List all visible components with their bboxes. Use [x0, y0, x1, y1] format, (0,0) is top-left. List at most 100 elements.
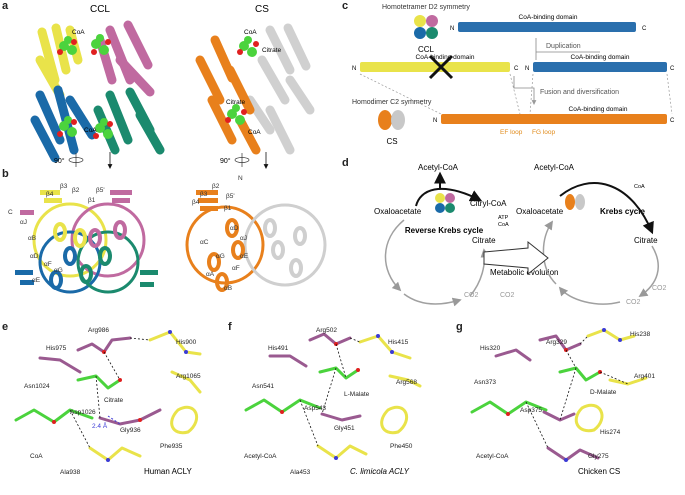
- rotation-indicator-right: 90°: [220, 152, 266, 168]
- fg-loop-label: FG loop: [532, 129, 556, 136]
- e-res-arg986: Arg986: [88, 327, 109, 334]
- g-caption: Chicken CS: [578, 467, 620, 476]
- coa-small-label-left: CoA: [498, 222, 509, 228]
- b-left-label-8: αB: [28, 235, 36, 242]
- oxaloacetate-left-label: Oxaloacetate: [374, 207, 422, 216]
- b-right-label-12: αF: [232, 265, 240, 272]
- ccl-icon-label: CCL: [418, 45, 435, 54]
- f-res-phe450: Phe450: [390, 443, 413, 450]
- ccl-tetramer-icon: [414, 15, 438, 39]
- co2-label-3: CO2: [652, 285, 667, 292]
- homotetramer-label: Homotetramer D2 symmetry: [382, 4, 470, 11]
- f-caption: C. limicola ACLY: [350, 467, 410, 476]
- b-left-label-5: β5': [96, 187, 105, 194]
- e-res-coa: CoA: [30, 453, 43, 460]
- panel-c: Homotetramer D2 symmetry CCL N CoA-bindi…: [352, 4, 675, 146]
- b-right-label-8: αJ: [240, 235, 247, 242]
- g-res-arg329: Arg329: [546, 339, 567, 346]
- rotation-label-left: 90°: [54, 157, 65, 165]
- acetyl-coa-right-label: Acetyl-CoA: [534, 163, 575, 172]
- g-res-his238: His238: [630, 331, 651, 338]
- b-right-label-14: αB: [224, 285, 232, 292]
- f-res-ala453: Ala453: [290, 469, 311, 476]
- e-res-ala938: Ala938: [60, 469, 81, 476]
- e-res-asn1024: Asn1024: [24, 383, 50, 390]
- panel-d: Acetyl-CoA Acetyl-CoA Oxaloacetate Citry…: [374, 163, 667, 306]
- f-res-asn541: Asn541: [252, 383, 274, 390]
- g-res-arg401: Arg401: [634, 373, 655, 380]
- b-right-label-6: β1: [224, 205, 232, 212]
- g-res-asn373: Asn373: [474, 379, 496, 386]
- acetyl-coa-left-label: Acetyl-CoA: [418, 163, 459, 172]
- e-distance-label: 2.4 Å: [92, 421, 108, 430]
- fusion-label: Fusion and diversification: [540, 89, 619, 96]
- c-n-bottom: N: [433, 118, 437, 124]
- coa-domain-label-bottom: CoA-binding domain: [569, 106, 628, 113]
- homodimer-label: Homodimer C2 symmetry: [352, 99, 432, 106]
- f-res-l-malate: L-Malate: [344, 391, 370, 398]
- f-res-acetyl-coa: Acetyl-CoA: [244, 453, 277, 460]
- b-right-label-11: αC: [200, 239, 209, 246]
- cs-title: CS: [255, 4, 269, 15]
- coa-domain-label-top: CoA-binding domain: [519, 14, 578, 21]
- cs-label-coa-1: CoA: [244, 29, 257, 36]
- ccl-label-coa-2: CoA: [84, 127, 97, 134]
- f-res-his415: His415: [388, 339, 409, 346]
- c-term-top: C: [642, 26, 647, 32]
- duplicated-gene-left: [360, 62, 510, 72]
- c-term-mid-right: C: [670, 66, 675, 72]
- g-res-d-malate: D-Malate: [590, 389, 617, 396]
- c-n-mid-left: N: [352, 66, 356, 72]
- panel-e: Arg986 His975 His900 Asn1024 Arg1065 Cit…: [16, 327, 201, 476]
- b-left-label-4: β1: [88, 197, 96, 204]
- b-right-label-2: β2: [212, 183, 220, 190]
- f-res-his491: His491: [268, 345, 289, 352]
- b-right-label-13: αA: [206, 271, 215, 278]
- f-res-asp543: Asp543: [304, 405, 326, 412]
- b-right-label-5: β5': [226, 193, 235, 200]
- g-res-his320: His320: [480, 345, 501, 352]
- b-left-label-12: αE: [32, 277, 41, 284]
- b-right-label-4: β4: [192, 199, 200, 206]
- b-left-label-11: αG: [54, 267, 63, 274]
- e-res-his975: His975: [46, 345, 67, 352]
- e-stick-model: [16, 332, 200, 460]
- rotation-indicator-left: 90°: [54, 152, 110, 168]
- citrate-left-label: Citrate: [472, 236, 496, 245]
- coa-small-label-right: CoA: [634, 184, 645, 190]
- panel-g: His238 His320 Arg329 Asn373 Arg401 D-Mal…: [472, 328, 655, 476]
- g-res-acetyl-coa: Acetyl-CoA: [476, 453, 509, 460]
- c-n-mid-right: N: [525, 66, 529, 72]
- c-term-mid-left: C: [514, 66, 519, 72]
- g-res-asp375: Asp375: [520, 407, 542, 414]
- oxaloacetate-right-label: Oxaloacetate: [516, 207, 564, 216]
- ccl-gene-bar: [458, 22, 636, 32]
- coa-domain-label-mid-right: CoA-binding domain: [571, 54, 630, 61]
- ccl-label-coa-1: CoA: [72, 29, 85, 36]
- b-left-label-2: β3: [60, 183, 68, 190]
- f-res-gly451: Gly451: [334, 425, 355, 432]
- panel-f: Arg502 His491 His415 Asn541 L-Malate Arg…: [244, 327, 420, 476]
- e-res-arg1065: Arg1065: [176, 373, 201, 380]
- cs-dimer-icon: [378, 110, 405, 130]
- b-left-label-7: αJ: [20, 219, 27, 226]
- e-res-gly936: Gly936: [120, 427, 141, 434]
- e-caption: Human ACLY: [144, 467, 193, 476]
- rotation-label-right: 90°: [220, 157, 231, 165]
- c-term-bottom: C: [670, 118, 675, 124]
- b-left-label-10: αF: [44, 261, 52, 268]
- b-right-label-9: αG: [216, 253, 225, 260]
- e-res-his900: His900: [176, 339, 197, 346]
- coa-domain-label-mid-left: CoA-binding domain: [416, 54, 475, 61]
- g-res-his274: His274: [600, 429, 621, 436]
- f-res-arg568: Arg568: [396, 379, 417, 386]
- duplication-label: Duplication: [546, 43, 581, 50]
- b-left-label-3: β2: [72, 187, 80, 194]
- cs-label-citrate-2: Citrate: [226, 99, 246, 106]
- b-right-label-7: αD: [230, 225, 239, 232]
- b-right-label-3: β3: [200, 191, 208, 198]
- citrate-right-label: Citrate: [634, 236, 658, 245]
- cs-icon-label: CS: [386, 137, 397, 146]
- cs-label-citrate-1: Citrate: [262, 47, 282, 54]
- g-res-gly275: Gly275: [588, 453, 609, 460]
